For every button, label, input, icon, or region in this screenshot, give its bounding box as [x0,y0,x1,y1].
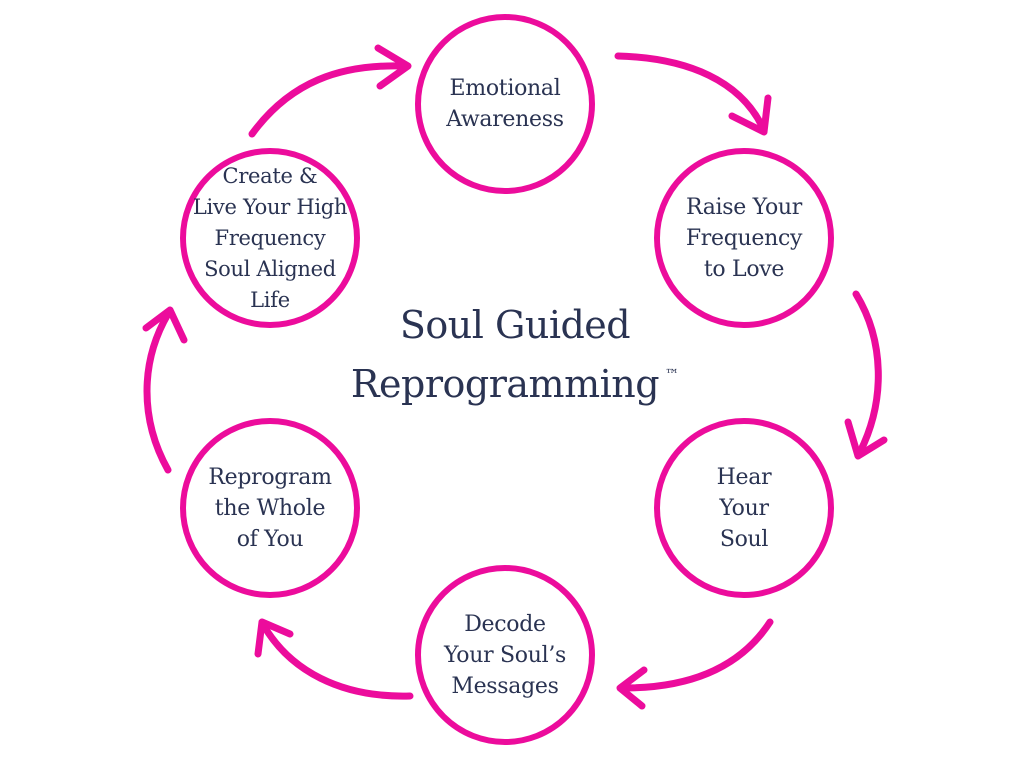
step-create-live: Create & Live Your High Frequency Soul A… [180,148,360,328]
arrow-reprogram-to-create [142,306,188,474]
arrow-frequency-to-soul [844,290,888,460]
step-label: Raise Your Frequency to Love [685,194,803,282]
step-label: Create & Live Your High Frequency Soul A… [192,163,348,312]
step-label: Decode Your Soul’s Messages [443,611,567,699]
arrow-decode-to-reprogram [254,618,414,700]
arrow-soul-to-decode [616,618,774,710]
step-raise-your-frequency: Raise Your Frequency to Love [654,148,834,328]
step-decode-messages: Decode Your Soul’s Messages [415,565,595,745]
title-line-2: Reprogramming ™ [300,350,730,409]
title-line-1: Soul Guided [399,303,631,347]
step-label: Reprogram the Whole of You [208,464,332,552]
step-label: Emotional Awareness [446,76,564,132]
step-label: Hear Your Soul [716,464,772,552]
arrow-create-to-awareness [248,44,412,138]
step-emotional-awareness: Emotional Awareness [415,14,595,194]
step-hear-your-soul: Hear Your Soul [654,418,834,598]
trademark-mark: ™ [665,367,680,383]
diagram-title: Soul Guided Reprogramming ™ [300,300,730,409]
step-reprogram-whole: Reprogram the Whole of You [180,418,360,598]
title-text: Reprogramming [350,362,660,406]
arrow-awareness-to-frequency [614,52,772,136]
